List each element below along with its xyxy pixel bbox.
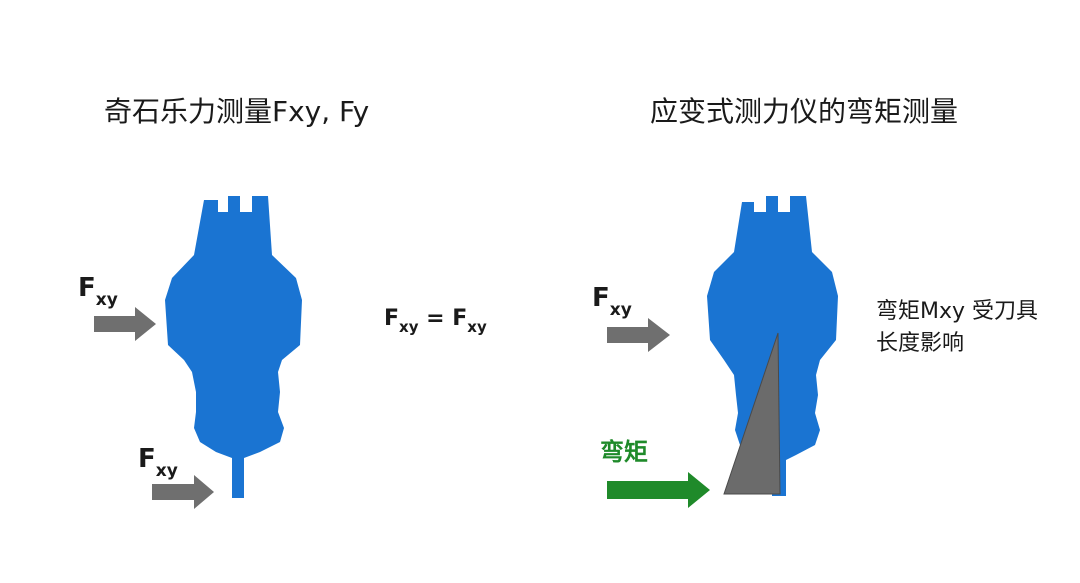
left-tool-holder bbox=[165, 196, 302, 498]
moment-note: 弯矩Mxy 受刀具 长度影响 bbox=[876, 296, 1038, 360]
right-tool-holder bbox=[707, 196, 838, 496]
right-force-arrow bbox=[607, 318, 670, 352]
moment-note-line2: 长度影响 bbox=[876, 331, 965, 356]
moment-note-line1: 弯矩Mxy 受刀具 bbox=[876, 299, 1039, 324]
left-top-force-arrow bbox=[94, 307, 156, 341]
left-bottom-force-label: Fxy bbox=[138, 444, 178, 481]
left-title: 奇石乐力测量Fxy, Fy bbox=[104, 95, 370, 128]
left-top-force-label: Fxy bbox=[78, 273, 118, 310]
moment-label: 弯矩 bbox=[600, 438, 648, 466]
right-force-label: Fxy bbox=[592, 283, 632, 320]
force-equation: Fxy = Fxy bbox=[384, 306, 487, 336]
moment-triangle bbox=[723, 332, 781, 495]
right-title: 应变式测力仪的弯矩测量 bbox=[650, 95, 959, 128]
left-bottom-force-arrow bbox=[152, 475, 214, 509]
moment-arrow bbox=[607, 472, 710, 508]
